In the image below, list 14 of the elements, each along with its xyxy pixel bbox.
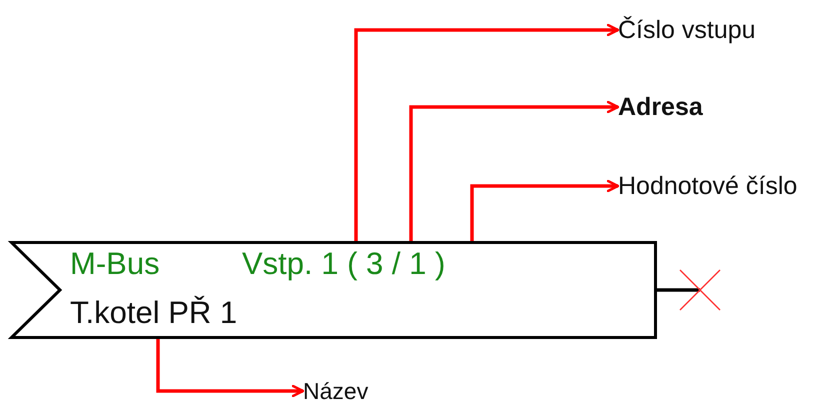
connector-line (657, 288, 700, 292)
block-text: M-Bus (70, 247, 160, 282)
callout-label: Adresa (618, 92, 703, 123)
leader-line (156, 339, 304, 398)
block-text: Vstp. 1 ( 3 / 1 ) (242, 247, 446, 282)
leader-line (470, 180, 620, 241)
leader-line (354, 24, 620, 241)
leader-line (409, 100, 620, 241)
function-block (10, 241, 657, 339)
callout-label: Hodnotové číslo (618, 171, 798, 202)
cross-mark (680, 270, 720, 310)
callout-label: Název (303, 377, 368, 406)
callout-label: Číslo vstupu (618, 15, 756, 46)
block-text: T.kotel PŘ 1 (70, 296, 238, 330)
